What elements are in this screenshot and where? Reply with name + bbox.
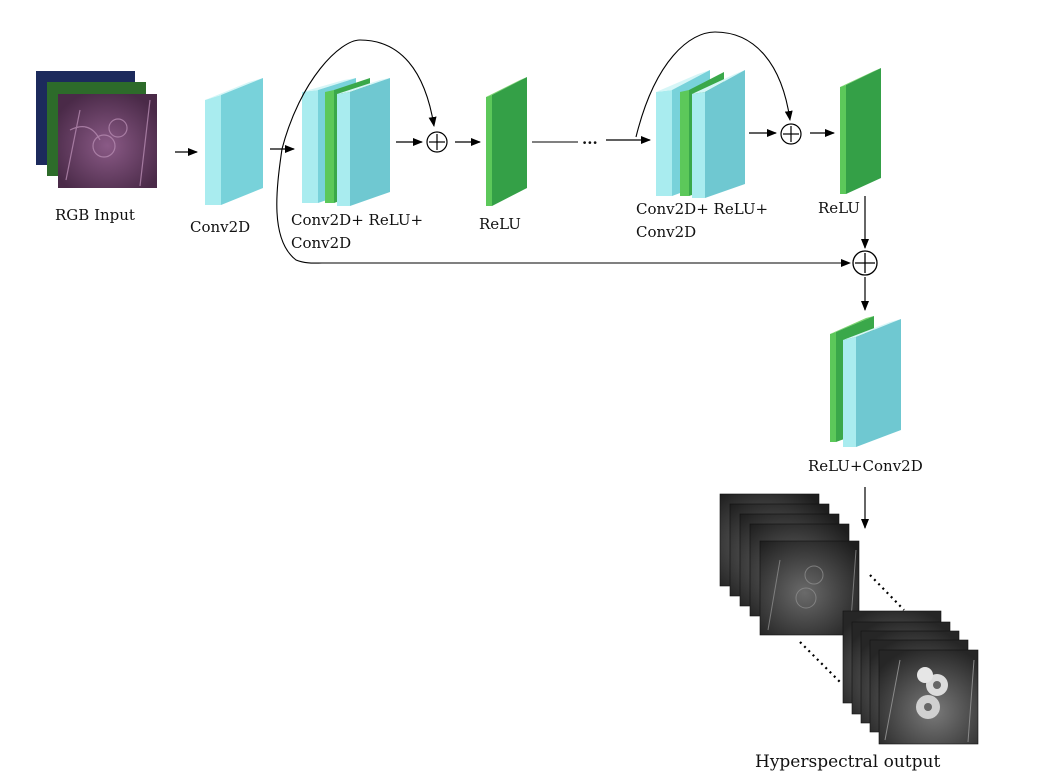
hyperspectral-output-stack-lower: [842, 610, 979, 745]
conv2d-block: [205, 78, 263, 205]
res-block-n-label-line1: Conv2D+ ReLU+: [636, 200, 769, 218]
relu-conv2d-label: ReLU+Conv2D: [808, 457, 923, 475]
output-dots-upper: [869, 574, 905, 611]
res-block-1-label-line1: Conv2D+ ReLU+: [291, 211, 424, 229]
skip-arc-1: [281, 39, 437, 150]
input-flower-image: [65, 99, 151, 187]
rgb-input-label: RGB Input: [55, 206, 135, 224]
residual-block-n: [656, 70, 745, 198]
relu-block-n: [840, 68, 881, 194]
ellipsis-label: ...: [582, 130, 598, 148]
rgb-input-stack: [36, 71, 157, 188]
output-flower-image: [884, 659, 975, 743]
res-block-n-label-line2: Conv2D: [636, 223, 697, 241]
long-skip-connection: [276, 148, 851, 267]
hyperspectral-output-label: Hyperspectral output: [755, 752, 941, 772]
hyperspectral-output-stack-upper: [719, 493, 860, 636]
res-block-1-label-line2: Conv2D: [291, 234, 352, 252]
residual-block-1: [302, 78, 390, 206]
relu-1-label: ReLU: [479, 215, 521, 233]
sum-node-3: [852, 250, 878, 276]
sum-node-1: [426, 131, 448, 153]
input-purple-channel: [58, 94, 157, 188]
relu-n-label: ReLU: [818, 199, 860, 217]
conv2d-label: Conv2D: [190, 218, 251, 236]
sum-node-2: [780, 123, 802, 145]
skip-arc-n: [635, 31, 793, 138]
final-relu-conv-block: [830, 316, 901, 447]
output-dots-lower: [799, 641, 841, 683]
relu-block-1: [486, 77, 527, 206]
